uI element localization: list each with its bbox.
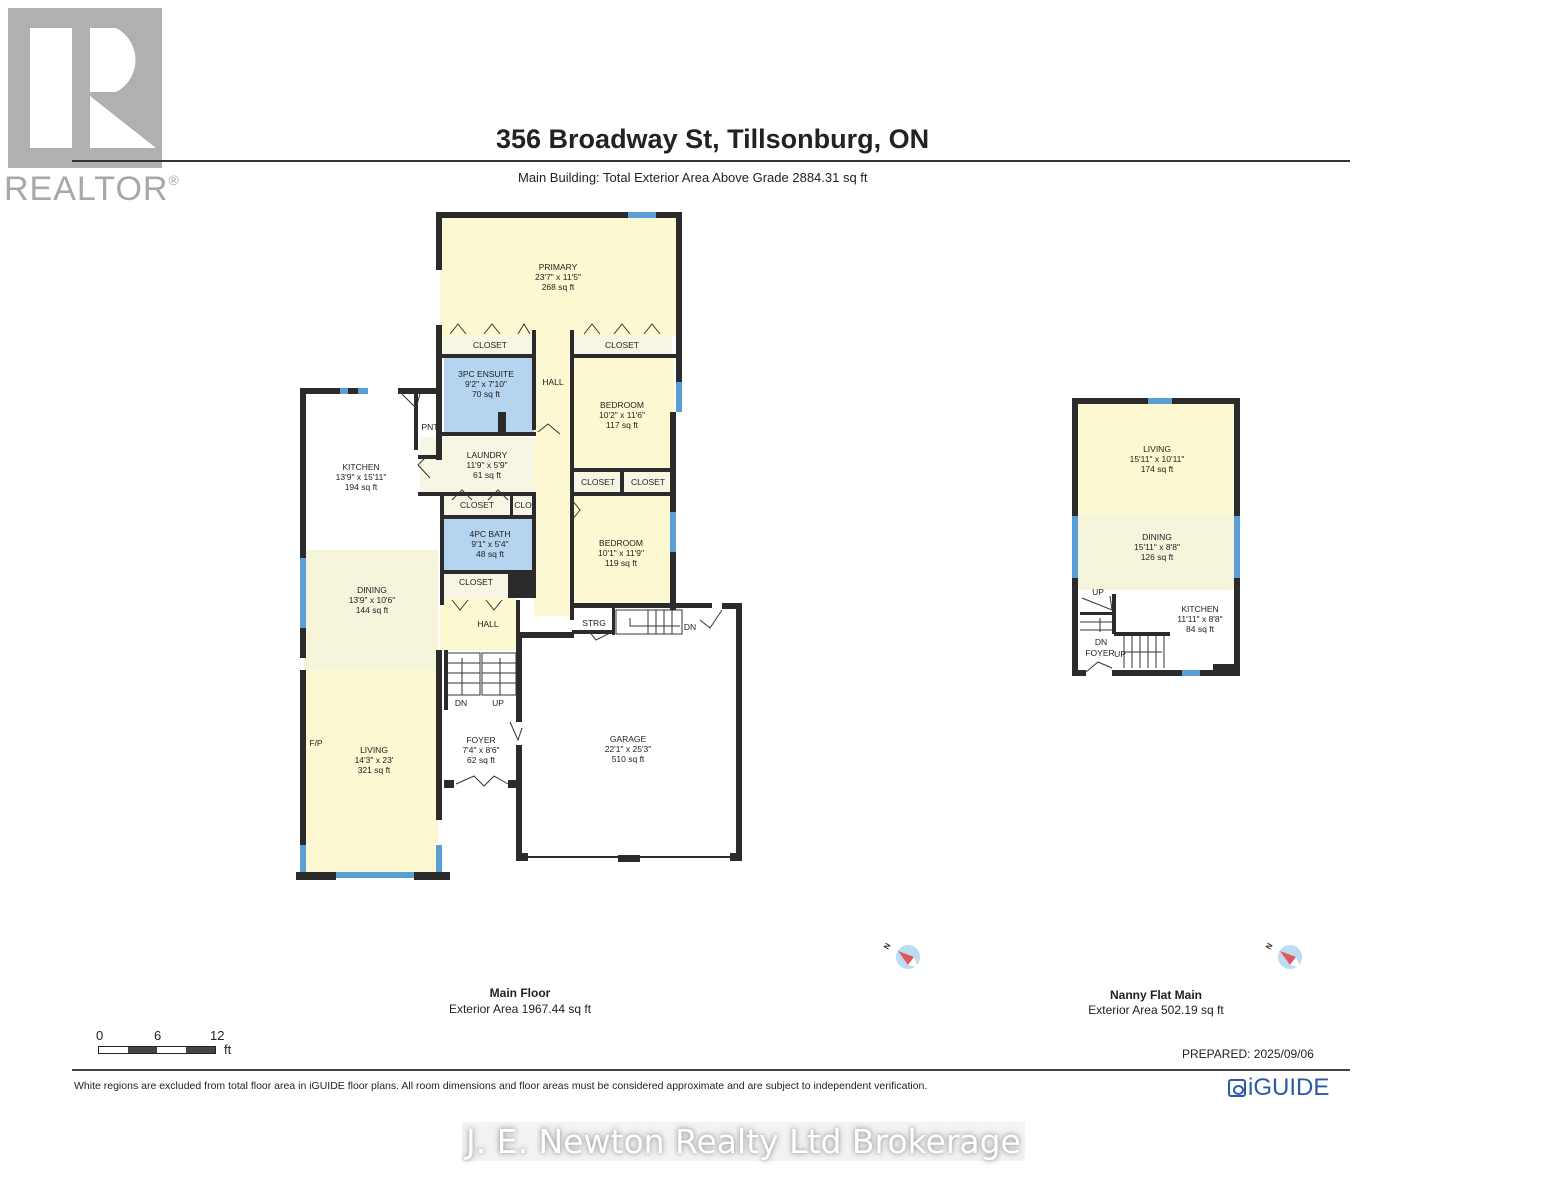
header-divider bbox=[72, 160, 1350, 162]
footer-divider bbox=[72, 1069, 1350, 1071]
iguide-wordmark: iGUIDE bbox=[1248, 1074, 1330, 1101]
realtor-logo bbox=[8, 8, 162, 168]
main-stairs bbox=[445, 609, 683, 696]
scale-unit: ft bbox=[224, 1042, 232, 1057]
label-closet: CLOSET bbox=[631, 477, 665, 487]
label-storage: STRG bbox=[582, 618, 606, 628]
room-closet-2 bbox=[572, 336, 672, 356]
room-ensuite bbox=[444, 357, 534, 433]
label-nanny-dn: DN bbox=[1095, 637, 1107, 647]
room-bedroom-1 bbox=[574, 358, 674, 468]
compass-icon: N bbox=[1264, 941, 1302, 969]
label-closet: CLOSET bbox=[459, 577, 493, 587]
prepared-date: PREPARED: 2025/09/06 bbox=[1182, 1047, 1314, 1061]
page-title: 356 Broadway St, Tillsonburg, ON bbox=[496, 124, 930, 154]
scale-bar: 0 6 12 ft bbox=[92, 1028, 252, 1058]
room-garage bbox=[524, 636, 736, 858]
svg-text:N: N bbox=[882, 941, 893, 951]
room-nanny-dining bbox=[1078, 514, 1234, 590]
scale-tick: 0 bbox=[96, 1028, 104, 1043]
label-stairs-up: UP bbox=[492, 698, 504, 708]
label-closet: CLOSET bbox=[473, 340, 507, 350]
label-nanny-foyer: FOYER bbox=[1085, 648, 1114, 658]
main-walls bbox=[296, 212, 742, 880]
main-floor-title: Main Floor bbox=[489, 986, 551, 1000]
room-hall-2 bbox=[440, 598, 516, 650]
room-dining bbox=[304, 550, 438, 670]
room-closet-3 bbox=[444, 495, 512, 517]
main-floor-area: Exterior Area 1967.44 sq ft bbox=[448, 1002, 592, 1016]
scale-bar-graphic bbox=[98, 1046, 216, 1054]
nanny-flat-area: Exterior Area 502.19 sq ft bbox=[1088, 1003, 1224, 1017]
room-nanny-living bbox=[1078, 404, 1234, 514]
room-clo bbox=[512, 495, 534, 517]
label-closet: CLOSET bbox=[581, 477, 615, 487]
nanny-walls bbox=[1072, 398, 1240, 676]
main-doors bbox=[399, 323, 723, 787]
label-nanny-up-2: UP bbox=[1114, 649, 1126, 659]
registered-mark: ® bbox=[168, 172, 180, 188]
room-4pc-bath bbox=[444, 518, 534, 572]
room-living bbox=[304, 670, 438, 872]
main-windows bbox=[300, 212, 682, 878]
realtor-wordmark: REALTOR® bbox=[4, 170, 180, 209]
realtor-r-icon bbox=[30, 28, 156, 148]
room-hall-1 bbox=[534, 336, 574, 616]
label-nanny-up: UP bbox=[1092, 587, 1104, 597]
room-bedroom-2 bbox=[574, 496, 674, 606]
disclaimer-text: White regions are excluded from total fl… bbox=[74, 1080, 928, 1092]
label-hall: HALL bbox=[477, 619, 499, 629]
label-fireplace: F/P bbox=[309, 738, 323, 748]
scale-tick: 12 bbox=[210, 1028, 225, 1043]
iguide-logo: iGUIDE bbox=[1228, 1074, 1329, 1102]
brokerage-watermark: J. E. Newton Realty Ltd Brokerage bbox=[462, 1122, 1025, 1161]
nanny-windows bbox=[1072, 398, 1240, 676]
svg-text:N: N bbox=[1264, 941, 1275, 951]
label-closet: CLOSET bbox=[605, 340, 639, 350]
total-area-subtitle: Main Building: Total Exterior Area Above… bbox=[518, 170, 868, 185]
label-hall: HALL bbox=[542, 377, 564, 387]
room-closet-5 bbox=[624, 472, 672, 494]
realtor-text: REALTOR bbox=[4, 170, 169, 208]
camera-icon bbox=[1228, 1079, 1246, 1097]
room-closet-1 bbox=[440, 336, 540, 356]
label-closet: CLOSET bbox=[460, 500, 494, 510]
label-stairs-down: DN bbox=[684, 622, 696, 632]
label-pantry: PNT bbox=[422, 422, 439, 432]
label-stairs-down: DN bbox=[455, 698, 467, 708]
compass-icon: N bbox=[882, 941, 920, 969]
room-primary bbox=[440, 216, 678, 336]
room-foyer bbox=[448, 650, 518, 788]
nanny-stairs bbox=[1080, 595, 1165, 673]
label-clo: CLO bbox=[514, 500, 532, 510]
nanny-flat-title: Nanny Flat Main bbox=[1109, 988, 1202, 1002]
room-closet-6 bbox=[444, 574, 508, 598]
scale-tick: 6 bbox=[154, 1028, 162, 1043]
room-closet-4 bbox=[574, 472, 620, 494]
